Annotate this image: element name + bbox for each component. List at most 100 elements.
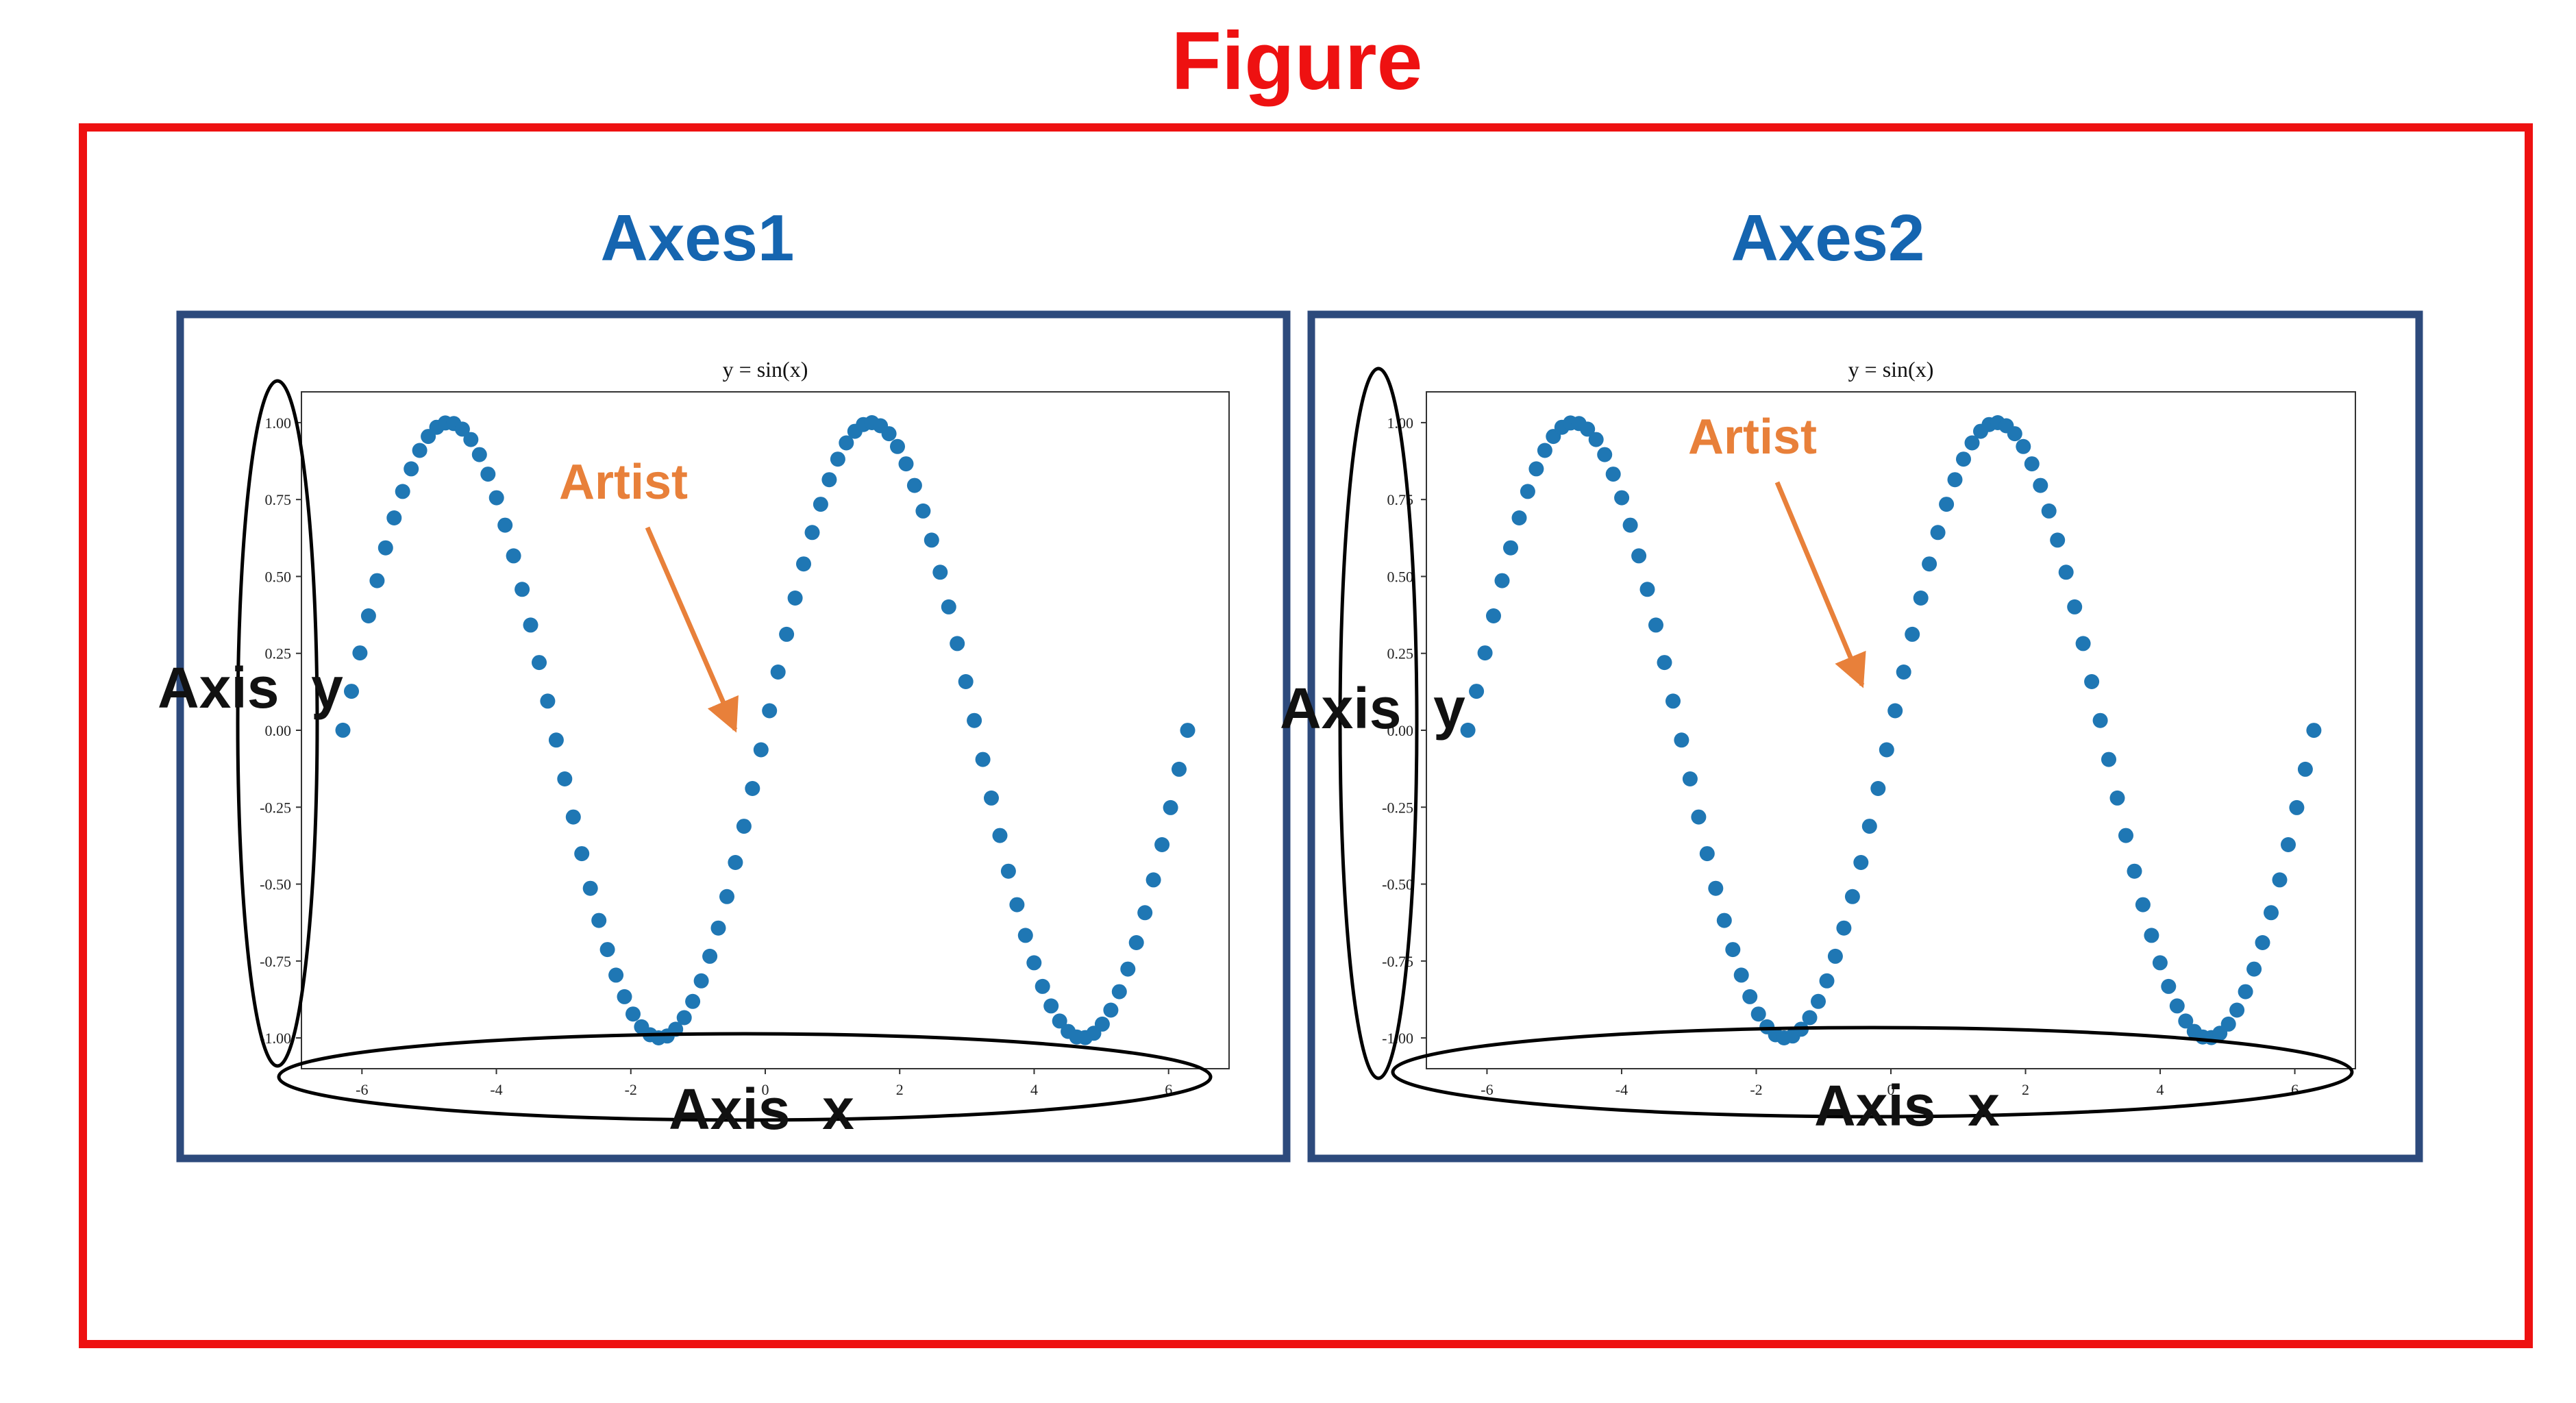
- scatter-point: [1477, 645, 1493, 661]
- scatter-point: [1836, 920, 1852, 936]
- scatter-point: [2272, 872, 2288, 888]
- scatter-point: [1111, 984, 1127, 1000]
- scatter-point: [1947, 472, 1963, 488]
- scatter-point: [2178, 1013, 2194, 1029]
- scatter-point: [2109, 790, 2125, 806]
- x-tick-label: -4: [1615, 1081, 1628, 1098]
- scatter-point: [412, 443, 428, 458]
- scatter-point: [2246, 961, 2262, 977]
- scatter-point: [1905, 626, 1920, 642]
- axis-y-ellipse: [1338, 367, 1419, 1080]
- scatter-point: [702, 948, 718, 964]
- scatter-point: [719, 889, 734, 904]
- scatter-point: [898, 456, 914, 472]
- scatter-point: [1469, 684, 1485, 699]
- chart-title: y = sin(x): [1848, 357, 1934, 382]
- scatter-point: [1511, 510, 1527, 525]
- scatter-point: [1580, 421, 1596, 437]
- scatter-point: [2092, 712, 2108, 728]
- scatter-point: [1052, 1013, 1067, 1029]
- scatter-point: [369, 573, 385, 588]
- scatter-point: [804, 525, 820, 541]
- chart-title: y = sin(x): [723, 357, 808, 382]
- scatter-point: [2306, 723, 2322, 738]
- x-tick-label: -2: [625, 1081, 637, 1098]
- scatter-point: [1725, 942, 1741, 958]
- axes-label: Axes1: [601, 201, 795, 275]
- y-tick-label: 0.00: [265, 722, 292, 739]
- scatter-point: [515, 582, 530, 597]
- axis-y-ellipse: [236, 379, 319, 1068]
- scatter-point: [344, 684, 359, 699]
- scatter-point: [1614, 490, 1630, 506]
- scatter-point: [1896, 665, 1911, 680]
- scatter-point: [2238, 984, 2253, 1000]
- scatter-point: [1699, 846, 1715, 862]
- scatter-point: [1708, 880, 1724, 896]
- scatter-point: [1939, 497, 1955, 512]
- figure-border: [79, 123, 2533, 1348]
- scatter-point: [685, 993, 701, 1009]
- scatter-point: [1913, 591, 1929, 606]
- scatter-point: [1631, 548, 1647, 564]
- scatter-point: [2024, 456, 2040, 472]
- scatter-point: [360, 608, 376, 623]
- scatter-point: [1000, 863, 1016, 879]
- scatter-point: [736, 819, 752, 834]
- scatter-point: [395, 484, 410, 499]
- scatter-point: [335, 722, 351, 738]
- y-tick-label: 0.25: [265, 645, 292, 662]
- scatter-point: [488, 490, 504, 506]
- y-tick-label: -0.75: [260, 953, 291, 970]
- y-tick-label: 0.75: [265, 491, 292, 508]
- scatter-point: [2264, 905, 2279, 921]
- y-tick-label: 0.00: [1387, 722, 1414, 739]
- scatter-point: [1094, 1016, 1110, 1032]
- scatter-point: [676, 1010, 692, 1026]
- scatter-point: [608, 967, 624, 983]
- scatter-point: [1120, 961, 1136, 977]
- scatter-point: [924, 532, 939, 548]
- scatter-point: [2058, 564, 2074, 580]
- x-tick-label: -6: [1481, 1081, 1493, 1098]
- scatter-point: [386, 510, 402, 525]
- axis-y-label: Axis y: [1280, 676, 1465, 741]
- scatter-point: [992, 828, 1008, 843]
- axis-x-ellipse: [1391, 1026, 2354, 1119]
- scatter-point: [1145, 872, 1161, 888]
- scatter-point: [821, 472, 837, 488]
- scatter-point: [1674, 732, 1689, 748]
- scatter-point: [950, 636, 965, 651]
- x-tick-label: 4: [1030, 1081, 1038, 1098]
- artist-label: Artist: [559, 455, 688, 510]
- scatter-point: [1163, 799, 1178, 815]
- scatter-point: [1879, 742, 1894, 758]
- scatter-point: [1597, 447, 1613, 462]
- scatter-point: [1811, 993, 1826, 1009]
- scatter-point: [813, 497, 828, 512]
- scatter-point: [710, 920, 726, 936]
- scatter-point: [1486, 608, 1501, 623]
- scatter-point: [1503, 540, 1518, 556]
- scatter-point: [2144, 928, 2159, 943]
- scatter-point: [2007, 426, 2022, 442]
- scatter-point: [890, 438, 905, 454]
- y-tick-label: 1.00: [265, 414, 292, 432]
- scatter-point: [1528, 461, 1544, 477]
- scatter-point: [1657, 655, 1672, 671]
- axes-label: Axes2: [1731, 201, 1925, 275]
- scatter-point: [1648, 617, 1663, 633]
- y-tick-label: 0.50: [1387, 568, 1414, 585]
- scatter-point: [2127, 863, 2142, 879]
- scatter-point: [480, 467, 496, 482]
- scatter-point: [728, 855, 743, 870]
- scatter-point: [2289, 799, 2305, 815]
- scatter-point: [1750, 1006, 1766, 1022]
- axis-x-label: Axis x: [669, 1077, 854, 1141]
- scatter-point: [1026, 955, 1042, 971]
- scatter-point: [2067, 599, 2083, 614]
